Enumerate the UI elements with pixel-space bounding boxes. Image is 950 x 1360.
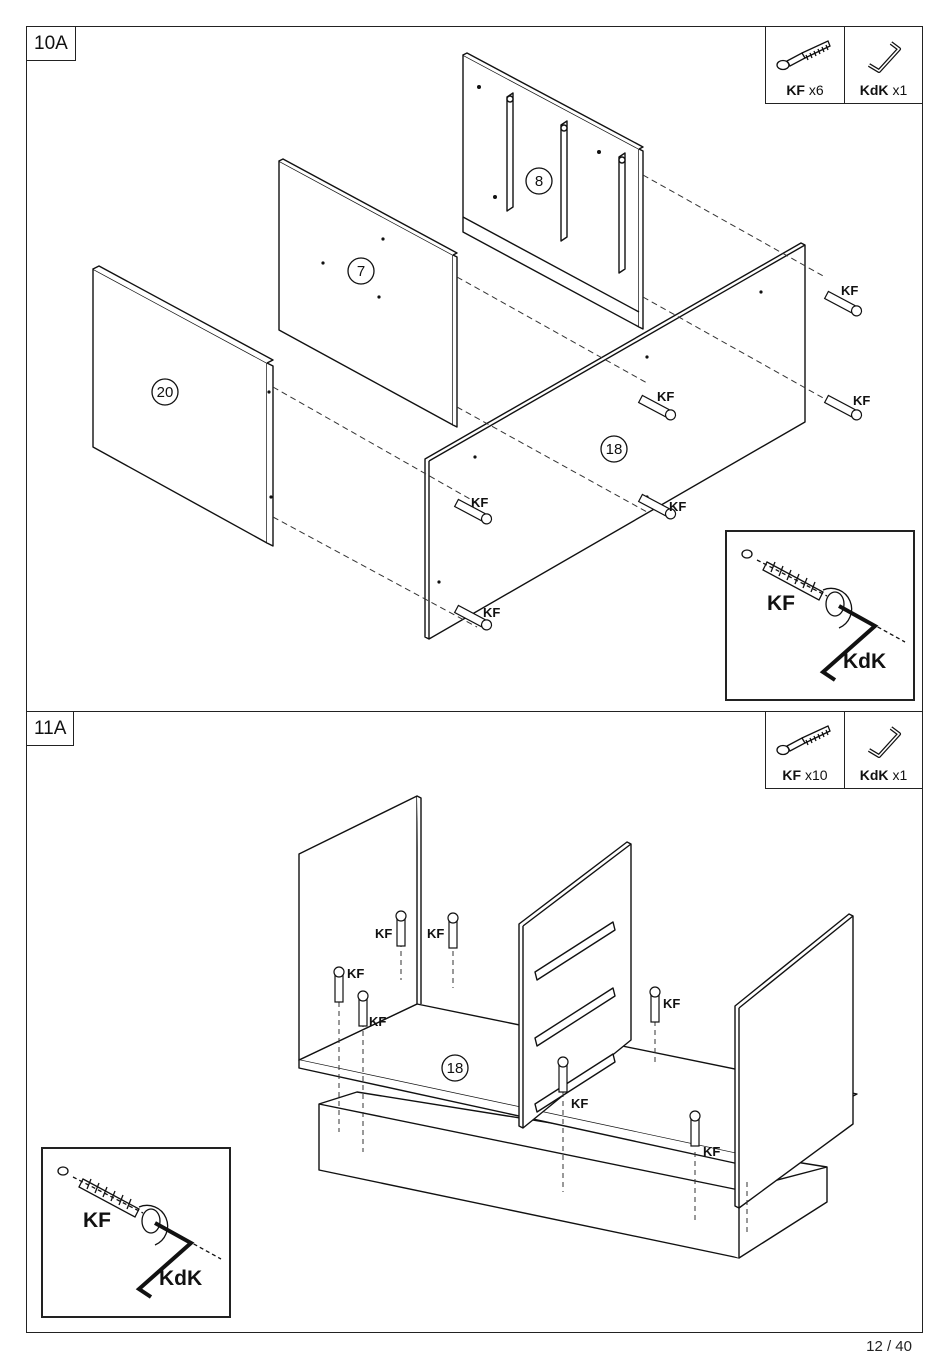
panel-number-8: 8 <box>535 173 543 190</box>
detail-inset: KF KdK <box>725 530 915 701</box>
detail-fastener-label: KF <box>767 592 795 616</box>
step-10a-panel: 10A KF x6 KdK x1 <box>26 26 923 712</box>
kf-tag: KF <box>369 1014 386 1029</box>
kf-tag: KF <box>375 926 392 941</box>
panel-number-20: 20 <box>157 384 174 401</box>
kf-tag: KF <box>703 1144 720 1159</box>
detail-tool-label: KdK <box>159 1267 202 1291</box>
panel-8 <box>463 53 643 329</box>
kf-tag: KF <box>657 389 674 404</box>
kf-tag: KF <box>427 926 444 941</box>
detail-inset: KF KdK <box>41 1147 231 1318</box>
kf-tag: KF <box>471 495 488 510</box>
panel-number-18: 18 <box>447 1060 464 1077</box>
kf-tag: KF <box>483 605 500 620</box>
kf-tag: KF <box>663 996 680 1011</box>
kf-tag: KF <box>841 283 858 298</box>
kf-tag: KF <box>571 1096 588 1111</box>
panel-7 <box>279 159 457 427</box>
step-11a-panel: 11A KF x10 KdK x1 <box>26 711 923 1333</box>
panel-number-7: 7 <box>357 263 365 280</box>
panel-20 <box>93 266 273 546</box>
panel-number-18: 18 <box>606 441 623 458</box>
kf-tag: KF <box>347 966 364 981</box>
kf-tag: KF <box>669 499 686 514</box>
detail-tool-label: KdK <box>843 650 886 674</box>
detail-fastener-label: KF <box>83 1209 111 1233</box>
kf-tag: KF <box>853 393 870 408</box>
right-side-panel <box>735 914 853 1208</box>
page-number: 12 / 40 <box>866 1338 912 1355</box>
